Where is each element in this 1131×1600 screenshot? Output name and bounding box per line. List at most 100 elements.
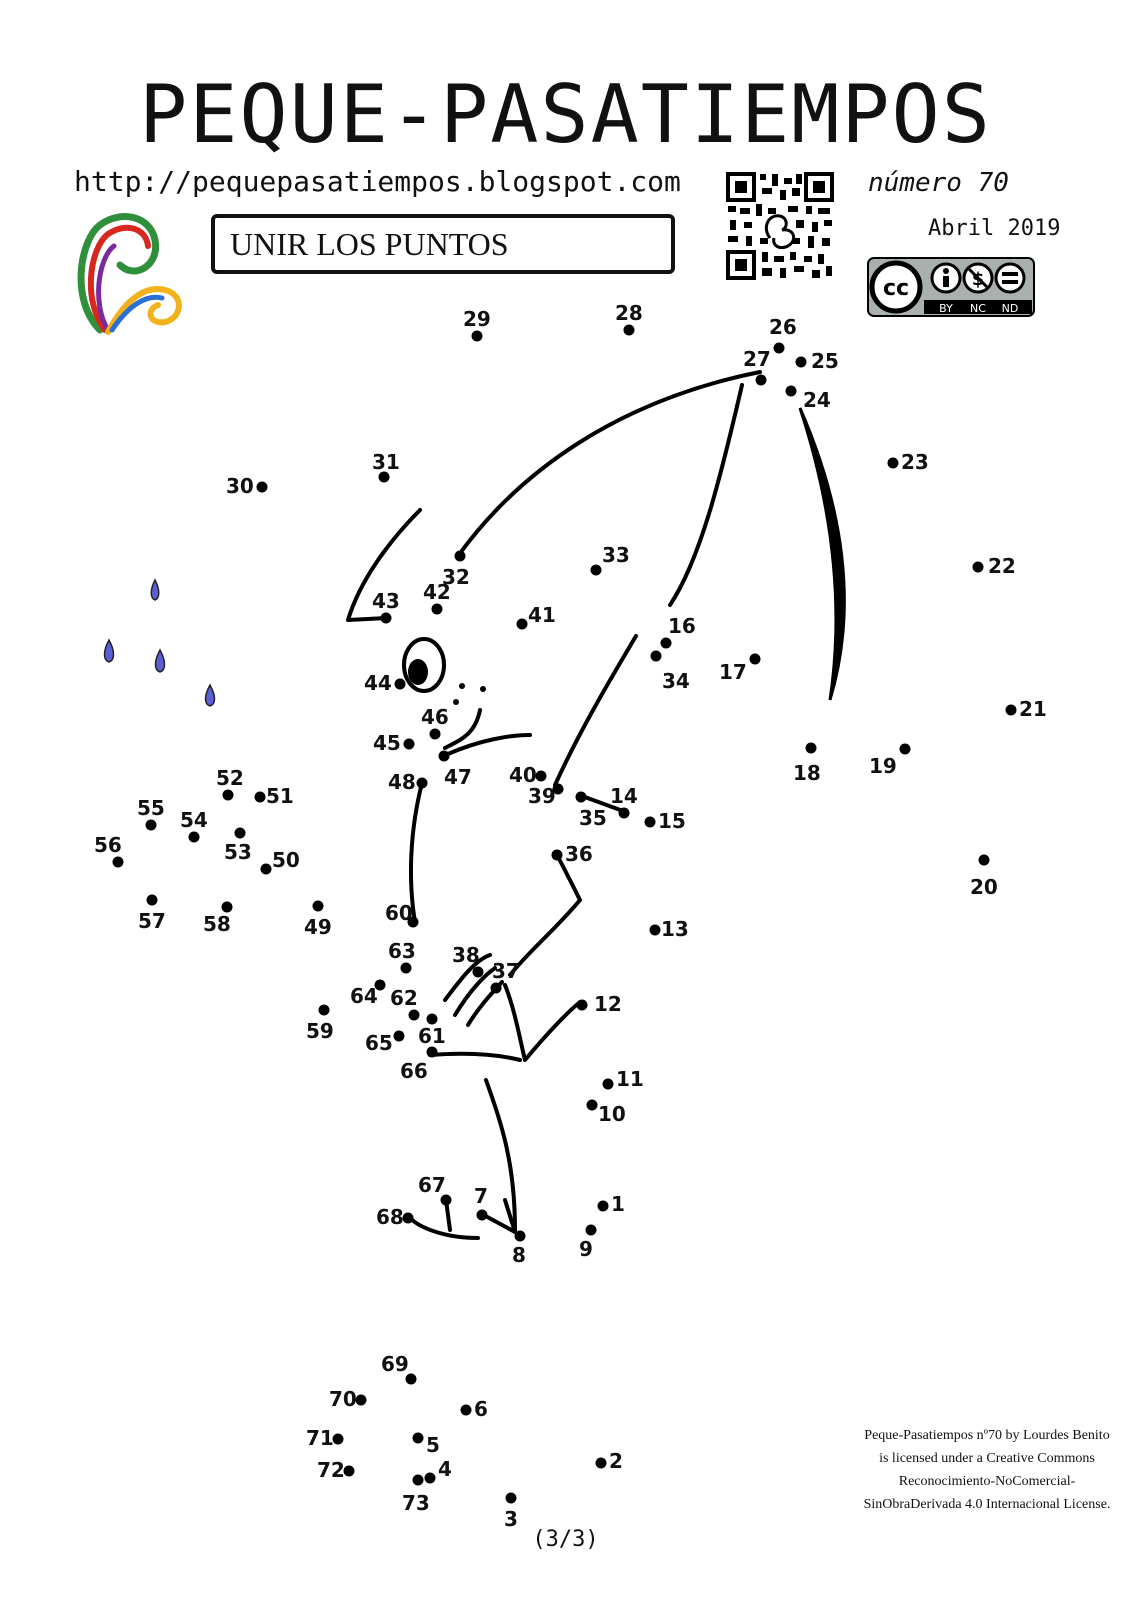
dot-label-51: 51 <box>266 784 294 808</box>
dot-19[interactable] <box>899 743 911 755</box>
dot-47[interactable] <box>438 750 450 762</box>
dot-70[interactable] <box>355 1394 367 1406</box>
rain-drops <box>103 578 216 707</box>
dot-label-68: 68 <box>376 1205 404 1229</box>
dot-44[interactable] <box>394 678 406 690</box>
dot-label-19: 19 <box>869 754 897 778</box>
dot-46[interactable] <box>429 728 441 740</box>
dot-56[interactable] <box>112 856 124 868</box>
dot-label-72: 72 <box>317 1458 345 1482</box>
dot-label-17: 17 <box>719 660 747 684</box>
dot-5[interactable] <box>412 1432 424 1444</box>
dot-11[interactable] <box>602 1078 614 1090</box>
dot-18[interactable] <box>805 742 817 754</box>
dot-33[interactable] <box>590 564 602 576</box>
dot-10[interactable] <box>586 1099 598 1111</box>
dot-label-21: 21 <box>1019 697 1047 721</box>
dot-label-60: 60 <box>385 901 413 925</box>
dot-26[interactable] <box>773 342 785 354</box>
dot-label-13: 13 <box>661 917 689 941</box>
dot-60[interactable] <box>407 916 419 928</box>
dot-label-47: 47 <box>444 765 472 789</box>
dot-28[interactable] <box>623 324 635 336</box>
dot-12[interactable] <box>576 999 588 1011</box>
dot-45[interactable] <box>403 738 415 750</box>
dot-label-63: 63 <box>388 939 416 963</box>
dot-68[interactable] <box>402 1212 414 1224</box>
dot-label-69: 69 <box>381 1352 409 1376</box>
dot-24[interactable] <box>785 385 797 397</box>
dot-27[interactable] <box>755 374 767 386</box>
dot-20[interactable] <box>978 854 990 866</box>
dot-6[interactable] <box>460 1404 472 1416</box>
dot-36[interactable] <box>551 849 563 861</box>
dot-label-15: 15 <box>658 809 686 833</box>
dot-42[interactable] <box>431 603 443 615</box>
dot-label-45: 45 <box>373 731 401 755</box>
dot-13[interactable] <box>649 924 661 936</box>
qr-code-icon <box>726 172 834 280</box>
dot-30[interactable] <box>256 481 268 493</box>
dot-55[interactable] <box>145 819 157 831</box>
logo-swirl-icon <box>77 213 182 335</box>
dot-label-33: 33 <box>602 543 630 567</box>
dot-54[interactable] <box>188 831 200 843</box>
dot-16[interactable] <box>660 637 672 649</box>
dot-63[interactable] <box>400 962 412 974</box>
dot-9[interactable] <box>585 1224 597 1236</box>
dot-8[interactable] <box>514 1230 526 1242</box>
dot-15[interactable] <box>644 816 656 828</box>
dot-32[interactable] <box>454 550 466 562</box>
dot-61[interactable] <box>426 1013 438 1025</box>
dot-71[interactable] <box>332 1433 344 1445</box>
dot-57[interactable] <box>146 894 158 906</box>
dot-label-26: 26 <box>769 315 797 339</box>
dot-21[interactable] <box>1005 704 1017 716</box>
dot-35[interactable] <box>575 791 587 803</box>
license-badge-by: BY <box>939 302 953 315</box>
dot-73[interactable] <box>412 1474 424 1486</box>
dot-72[interactable] <box>343 1465 355 1477</box>
dot-label-35: 35 <box>579 806 607 830</box>
dot-label-5: 5 <box>426 1433 440 1457</box>
license-text: Peque-Pasatiempos nº70 by Lourdes Benito… <box>863 1428 1111 1512</box>
dot-14[interactable] <box>618 807 630 819</box>
dot-29[interactable] <box>471 330 483 342</box>
dot-43[interactable] <box>380 612 392 624</box>
dot-66[interactable] <box>426 1046 438 1058</box>
dot-4[interactable] <box>424 1472 436 1484</box>
dot-40[interactable] <box>535 770 547 782</box>
dot-41[interactable] <box>516 618 528 630</box>
dot-25[interactable] <box>795 356 807 368</box>
dot-3[interactable] <box>505 1492 517 1504</box>
dot-58[interactable] <box>221 901 233 913</box>
dot-label-43: 43 <box>372 589 400 613</box>
dot-23[interactable] <box>887 457 899 469</box>
dot-17[interactable] <box>749 653 761 665</box>
dot-65[interactable] <box>393 1030 405 1042</box>
dot-31[interactable] <box>378 471 390 483</box>
dot-50[interactable] <box>260 863 272 875</box>
dot-2[interactable] <box>595 1457 607 1469</box>
dot-label-39: 39 <box>528 784 556 808</box>
blog-url[interactable]: http://pequepasatiempos.blogspot.com <box>74 165 681 198</box>
dot-62[interactable] <box>408 1009 420 1021</box>
dot-53[interactable] <box>234 827 246 839</box>
dot-label-8: 8 <box>512 1243 526 1267</box>
dot-67[interactable] <box>440 1194 452 1206</box>
dot-59[interactable] <box>318 1004 330 1016</box>
dot-22[interactable] <box>972 561 984 573</box>
dot-37[interactable] <box>490 982 502 994</box>
dot-48[interactable] <box>416 777 428 789</box>
dot-7[interactable] <box>476 1209 488 1221</box>
dot-39[interactable] <box>552 783 564 795</box>
dot-label-58: 58 <box>203 912 231 936</box>
dot-1[interactable] <box>597 1200 609 1212</box>
dot-38[interactable] <box>472 966 484 978</box>
dot-64[interactable] <box>374 979 386 991</box>
dot-52[interactable] <box>222 789 234 801</box>
dot-49[interactable] <box>312 900 324 912</box>
dot-69[interactable] <box>405 1373 417 1385</box>
dot-51[interactable] <box>254 791 266 803</box>
dot-34[interactable] <box>650 650 662 662</box>
